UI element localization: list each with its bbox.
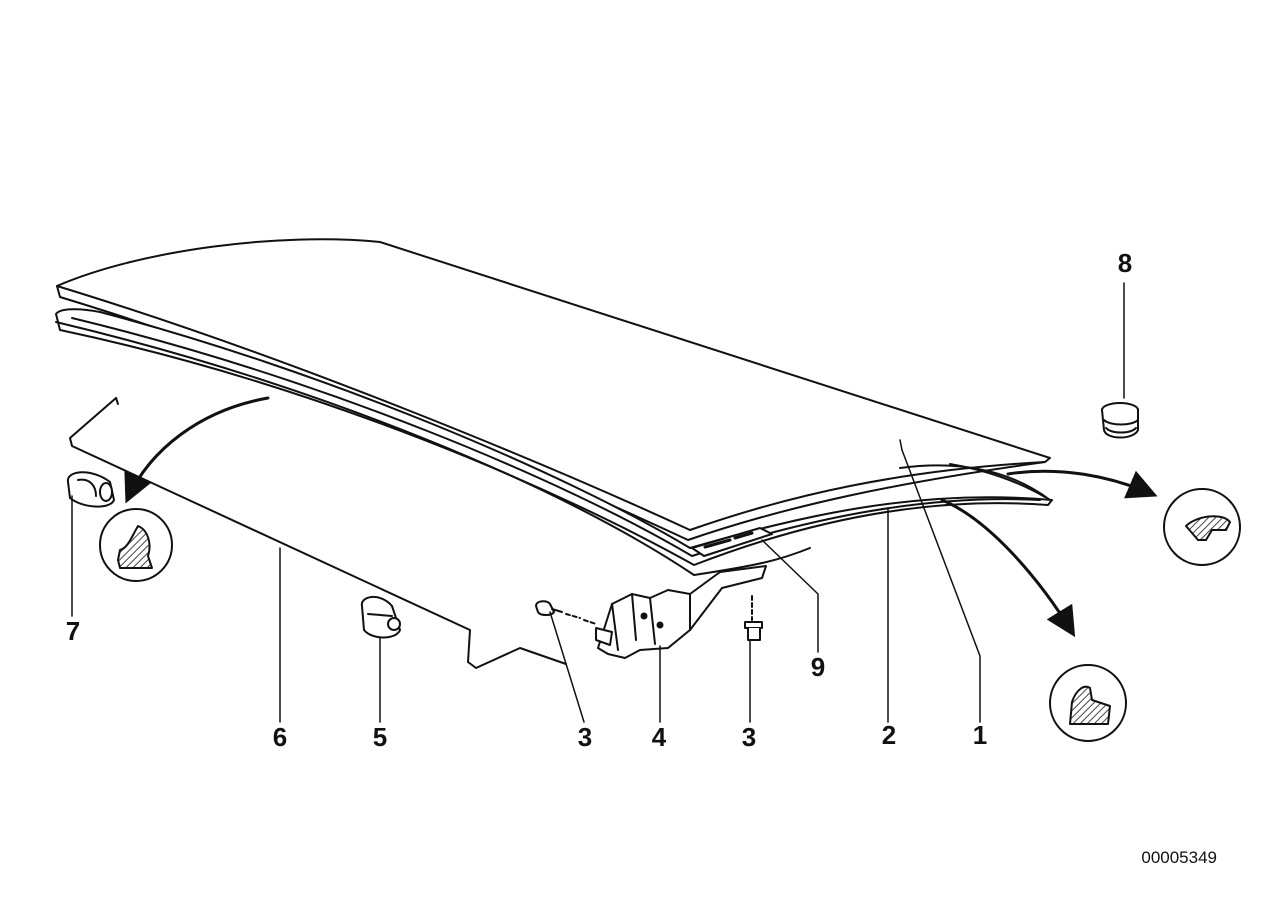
leader-lines [71,282,1125,723]
callout-3-right: 3 [742,722,756,752]
callout-6: 6 [273,722,287,752]
detail-arrows [124,396,1158,638]
section-detail-left [99,508,173,582]
document-number: 00005349 [1141,848,1217,867]
callout-4: 4 [652,722,667,752]
section-detail-right-bottom [1049,664,1127,742]
bushing-left [67,471,115,508]
trunk-lid-seal [55,308,1053,576]
callout-2: 2 [882,720,896,750]
callout-8: 8 [1118,248,1132,278]
bolt-right [744,595,763,641]
callout-5: 5 [373,722,387,752]
emblem-plate [691,527,773,557]
callout-3-left: 3 [578,722,592,752]
rubber-buffer [1101,402,1139,439]
bushing-center [360,596,401,639]
torsion-bar [69,397,567,669]
callout-1: 1 [973,720,987,750]
callout-7: 7 [66,616,80,646]
callout-9: 9 [811,652,825,682]
hinge [595,565,767,659]
bolt-left [535,600,597,625]
section-detail-right-top [1163,488,1241,566]
